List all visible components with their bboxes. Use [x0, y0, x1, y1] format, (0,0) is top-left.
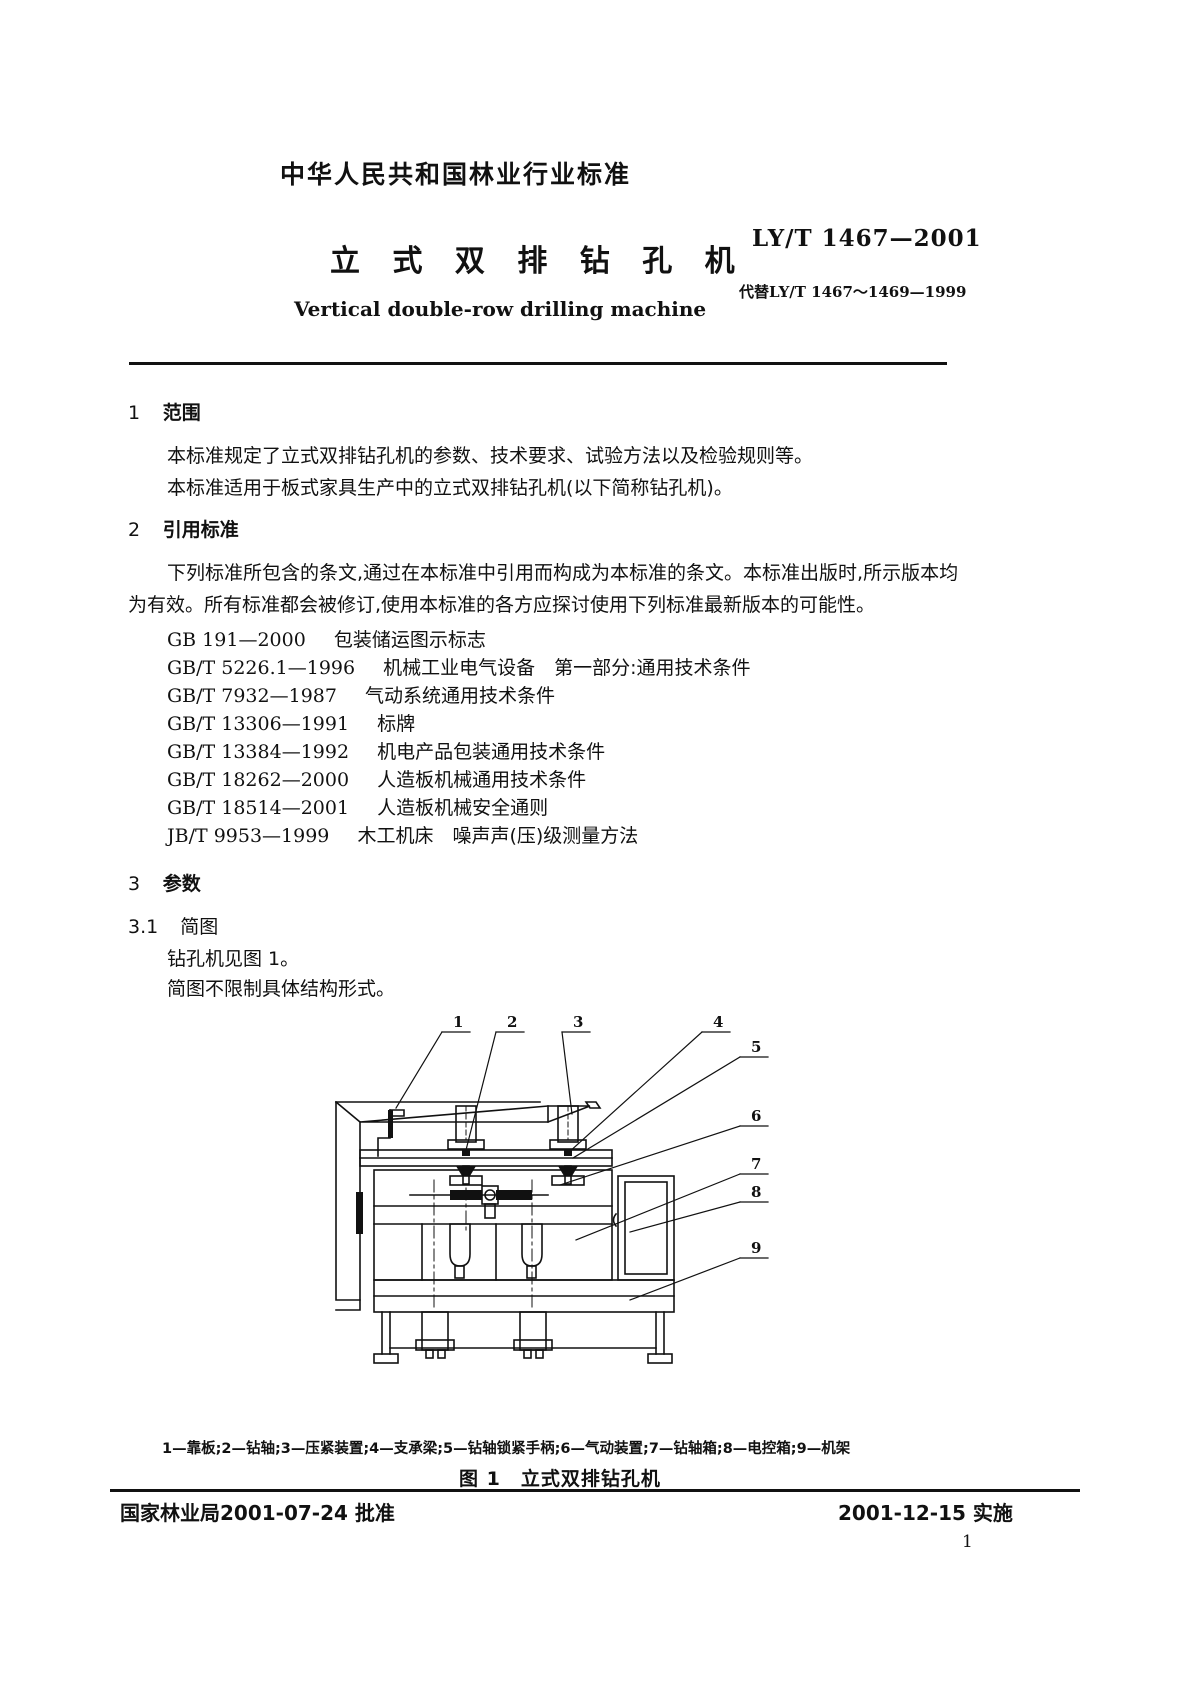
replaces-label: 代替: [739, 283, 770, 301]
standard-ref-code: GB/T 18514—2001: [167, 797, 350, 819]
page-number: 1: [962, 1532, 973, 1552]
standard-ref-code: GB/T 13384—1992: [167, 741, 350, 763]
figure-1-drawing: 1 2 3 4 5 6 7 8 9: [300, 1010, 860, 1370]
standard-ref-code: GB/T 5226.1—1996: [167, 657, 356, 679]
standard-ref-name: 气动系统通用技术条件: [365, 685, 556, 707]
standard-ref-item: GB/T 7932—1987 气动系统通用技术条件: [167, 681, 555, 708]
header-divider: [129, 362, 947, 365]
section-1-paragraph-1: 本标准规定了立式双排钻孔机的参数、技术要求、试验方法以及检验规则等。: [167, 445, 814, 467]
section-1-title: 范围: [162, 402, 201, 424]
section-3-1-number: 3.1: [128, 916, 159, 938]
standard-ref-name: 机械工业电气设备 第一部分:通用技术条件: [383, 657, 751, 679]
section-3-1-paragraph-2: 简图不限制具体结构形式。: [167, 978, 396, 1000]
drilling-machine-schematic: 1 2 3 4 5 6 7 8 9: [334, 1013, 769, 1364]
standard-ref-item: GB/T 13384—1992 机电产品包装通用技术条件: [167, 737, 605, 764]
figure-callout-7: 7: [751, 1155, 761, 1173]
section-3-1-paragraph-1: 钻孔机见图 1。: [167, 948, 300, 970]
standard-ref-name: 人造板机械通用技术条件: [377, 769, 587, 791]
english-subtitle: Vertical double-row drilling machine: [294, 297, 707, 321]
section-3-heading: 3 参数: [128, 869, 201, 896]
replaces-code: LY/T 1467～1469—1999: [769, 283, 967, 301]
figure-1-caption: 图 1 立式双排钻孔机: [459, 1468, 661, 1490]
figure-callout-3: 3: [573, 1013, 583, 1031]
standard-number: LY/T 1467—2001: [752, 225, 982, 252]
section-2-title: 引用标准: [162, 519, 239, 541]
figure-callout-2: 2: [507, 1013, 517, 1031]
standard-ref-name: 人造板机械安全通则: [377, 797, 549, 819]
figure-callout-6: 6: [751, 1107, 761, 1125]
standard-ref-item: GB/T 18514—2001 人造板机械安全通则: [167, 793, 548, 820]
section-3-1-heading: 3.1 简图: [128, 912, 218, 939]
standard-ref-item: GB/T 5226.1—1996 机械工业电气设备 第一部分:通用技术条件: [167, 653, 751, 680]
figure-callout-1: 1: [453, 1013, 463, 1031]
figure-callout-4: 4: [713, 1013, 723, 1031]
standard-ref-code: GB/T 7932—1987: [167, 685, 337, 707]
section-2-number: 2: [128, 519, 141, 541]
standard-ref-item: GB/T 18262—2000 人造板机械通用技术条件: [167, 765, 586, 792]
section-1-number: 1: [128, 402, 141, 424]
figure-1-legend: 1—靠板;2—钻轴;3—压紧装置;4—支承梁;5—钻轴锁紧手柄;6—气动装置;7…: [162, 1441, 851, 1457]
section-1-paragraph-2: 本标准适用于板式家具生产中的立式双排钻孔机(以下简称钻孔机)。: [167, 477, 733, 499]
standard-ref-name: 机电产品包装通用技术条件: [377, 741, 606, 763]
issuing-organization: 中华人民共和国林业行业标准: [280, 160, 632, 189]
standard-ref-item: GB/T 13306—1991 标牌: [167, 709, 415, 736]
section-1-heading: 1 范围: [128, 398, 201, 425]
replaces-note: 代替LY/T 1467～1469—1999: [739, 281, 966, 302]
section-3-title: 参数: [162, 873, 201, 895]
section-3-1-title: 简图: [180, 916, 219, 938]
standard-ref-name: 木工机床 噪声声(压)级测量方法: [357, 825, 639, 847]
section-3-number: 3: [128, 873, 141, 895]
implementation-date: 2001-12-15 实施: [838, 1501, 1013, 1525]
standard-ref-code: JB/T 9953—1999: [167, 825, 330, 847]
section-2-paragraph-1: 下列标准所包含的条文,通过在本标准中引用而构成为本标准的条文。本标准出版时,所示…: [167, 562, 959, 584]
figure-callout-5: 5: [751, 1038, 761, 1056]
footer-divider: [110, 1489, 1080, 1492]
standard-ref-code: GB/T 18262—2000: [167, 769, 350, 791]
standard-ref-code: GB/T 13306—1991: [167, 713, 350, 735]
section-2-paragraph-2: 为有效。所有标准都会被修订,使用本标准的各方应探讨使用下列标准最新版本的可能性。: [128, 594, 876, 616]
figure-callout-8: 8: [751, 1183, 761, 1201]
page-title: 立 式 双 排 钻 孔 机: [330, 244, 746, 279]
section-2-heading: 2 引用标准: [128, 515, 239, 542]
standard-ref-name: 标牌: [377, 713, 416, 735]
figure-callout-9: 9: [751, 1239, 761, 1257]
approval-statement: 国家林业局2001-07-24 批准: [120, 1501, 395, 1525]
standard-ref-item: JB/T 9953—1999 木工机床 噪声声(压)级测量方法: [167, 821, 638, 848]
standard-ref-name: 包装储运图示标志: [333, 629, 486, 651]
standard-ref-code: GB 191—2000: [167, 629, 306, 651]
standard-ref-item: GB 191—2000 包装储运图示标志: [167, 625, 486, 652]
